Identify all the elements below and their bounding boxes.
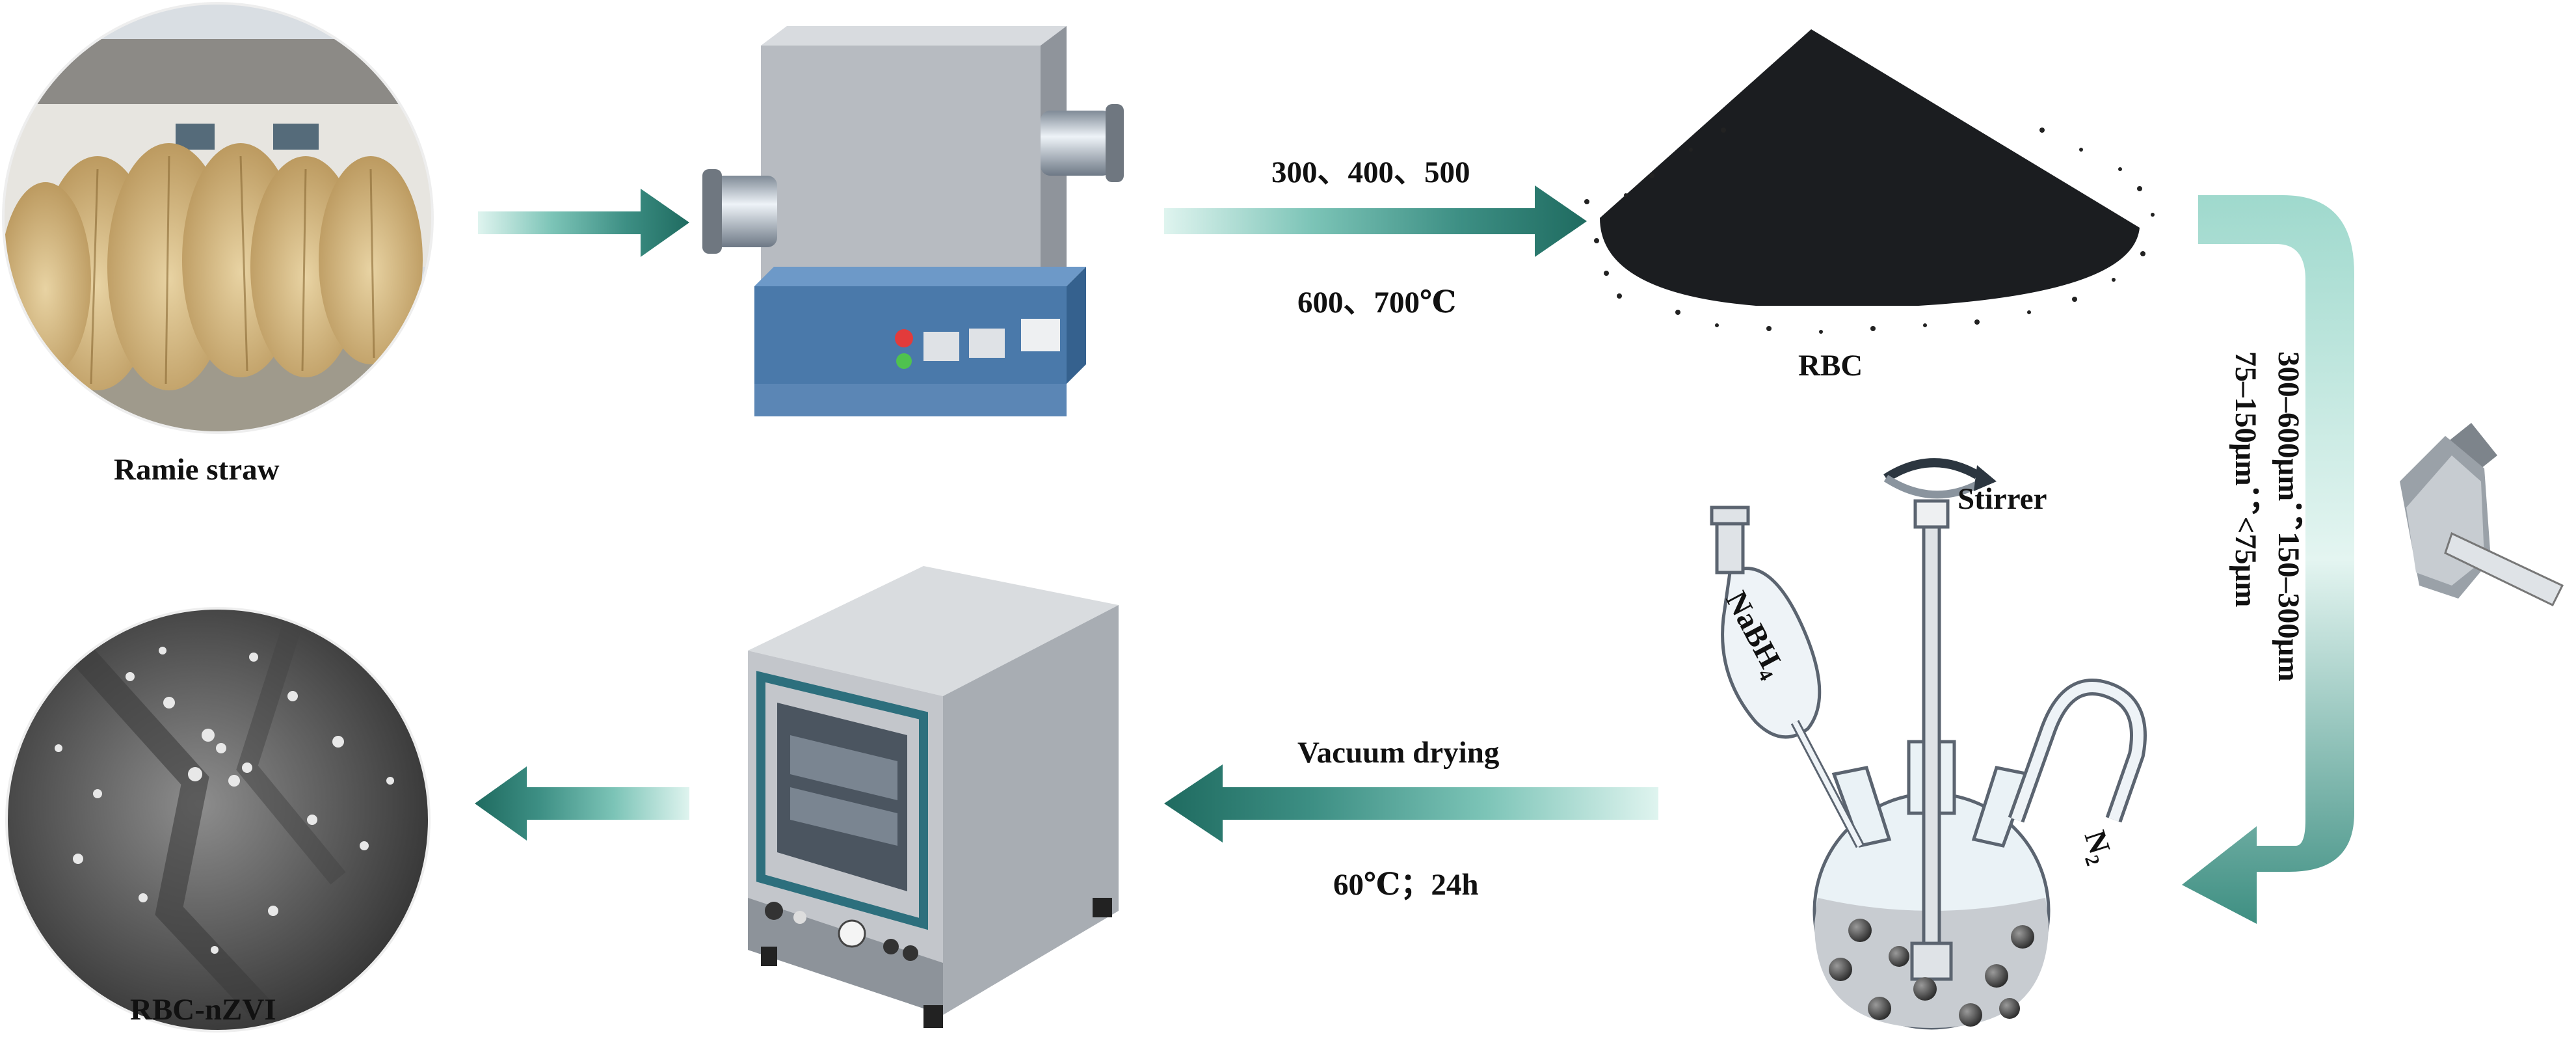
sieve-size-line1: 300–600μm；150–300μm <box>2272 351 2305 682</box>
arrow-oven-to-product <box>475 766 689 841</box>
vacuum-oven-icon <box>748 566 1119 1028</box>
sieve-icon <box>2400 423 2564 606</box>
label-temperatures-line1: 300、400、500 <box>1271 155 1470 189</box>
label-ramie-straw: Ramie straw <box>114 453 280 487</box>
biochar-powder-pile <box>1584 29 2155 334</box>
sieve-size-line2: 75–150μm；<75μm <box>2229 351 2263 608</box>
label-drying-conditions: 60℃；24h <box>1333 868 1479 902</box>
sem-micrograph <box>5 607 431 1032</box>
arrow-furnace-to-rbc <box>1164 185 1587 257</box>
arrow-straw-to-furnace <box>478 189 689 257</box>
label-rbc: RBC <box>1798 349 1863 383</box>
label-vacuum-drying: Vacuum drying <box>1297 736 1500 770</box>
label-sieve-sizes: 300–600μm；150–300μm 75–150μm；<75μm <box>2224 351 2310 682</box>
tube-furnace-icon <box>702 26 1124 416</box>
label-temperatures-line2: 600、700℃ <box>1297 286 1457 319</box>
label-stirrer: Stirrer <box>1958 482 2047 516</box>
three-neck-flask-reactor <box>1710 458 2147 1030</box>
arrow-flask-to-oven <box>1164 764 1658 843</box>
label-rbc-nzvi: RBC-nZVI <box>130 993 276 1027</box>
ramie-straw-photo <box>2 2 434 434</box>
bent-arrow-down <box>2182 195 2354 924</box>
